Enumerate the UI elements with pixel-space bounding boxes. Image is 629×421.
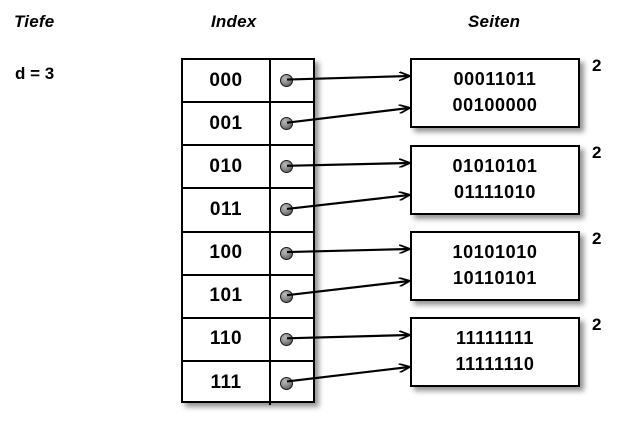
page-box: 10101010 10110101 (410, 231, 580, 301)
pointer-dot-icon[interactable] (280, 376, 293, 390)
page-box: 00011011 00100000 (410, 58, 580, 128)
index-key-label: 111 (183, 361, 271, 405)
index-row[interactable]: 011 (183, 189, 313, 233)
column-heading-pages: Seiten (468, 12, 521, 31)
pointer-dot-icon[interactable] (280, 332, 293, 346)
page-count-label: 2 (592, 315, 602, 334)
page-line: 01111010 (454, 182, 536, 202)
pointer-dot-icon[interactable] (280, 246, 293, 260)
index-key-label: 110 (183, 318, 271, 360)
index-pointer-cell[interactable] (271, 103, 313, 144)
index-key-label: 101 (183, 275, 271, 317)
index-pointer-cell[interactable] (271, 146, 313, 187)
index-row[interactable]: 101 (183, 275, 313, 319)
page-line: 11111110 (455, 354, 535, 374)
page-line: 10110101 (453, 268, 537, 288)
page-line: 00100000 (452, 95, 538, 115)
index-pointer-cell[interactable] (271, 189, 313, 230)
index-key-label: 010 (183, 146, 271, 188)
index-pointer-cell[interactable] (271, 233, 313, 274)
page-line: 11111111 (456, 328, 534, 349)
index-pointer-cell[interactable] (271, 276, 313, 317)
index-pointer-cell[interactable] (271, 362, 313, 405)
page-count-label: 2 (592, 229, 602, 248)
index-key-label: 001 (183, 103, 271, 145)
index-row[interactable]: 111 (183, 361, 313, 405)
index-key-label: 011 (183, 189, 271, 231)
page-count-label: 2 (592, 56, 602, 75)
index-key-label: 100 (183, 232, 271, 274)
index-row[interactable]: 001 (183, 103, 313, 147)
pointer-dot-icon[interactable] (280, 117, 293, 131)
pointer-dot-icon[interactable] (280, 203, 293, 217)
index-key-label: 000 (183, 60, 271, 102)
index-pointer-cell[interactable] (271, 319, 313, 360)
index-pointer-cell[interactable] (271, 60, 313, 101)
page-line: 10101010 (452, 242, 538, 263)
column-heading-depth: Tiefe (14, 12, 55, 31)
index-row[interactable]: 000 (183, 60, 313, 104)
page-box: 11111111 11111110 (410, 317, 580, 387)
column-heading-index: Index (211, 12, 257, 31)
page-line: 01010101 (452, 156, 538, 177)
page-line: 00011011 (453, 69, 537, 90)
index-row[interactable]: 110 (183, 318, 313, 362)
index-row[interactable]: 010 (183, 146, 313, 190)
depth-value-label: d = 3 (15, 64, 55, 83)
pointer-dot-icon[interactable] (280, 74, 293, 88)
page-count-label: 2 (592, 143, 602, 162)
page-box: 01010101 01111010 (410, 145, 580, 215)
index-row[interactable]: 100 (183, 232, 313, 276)
pointer-dot-icon[interactable] (280, 289, 293, 303)
pointer-dot-icon[interactable] (280, 160, 293, 174)
